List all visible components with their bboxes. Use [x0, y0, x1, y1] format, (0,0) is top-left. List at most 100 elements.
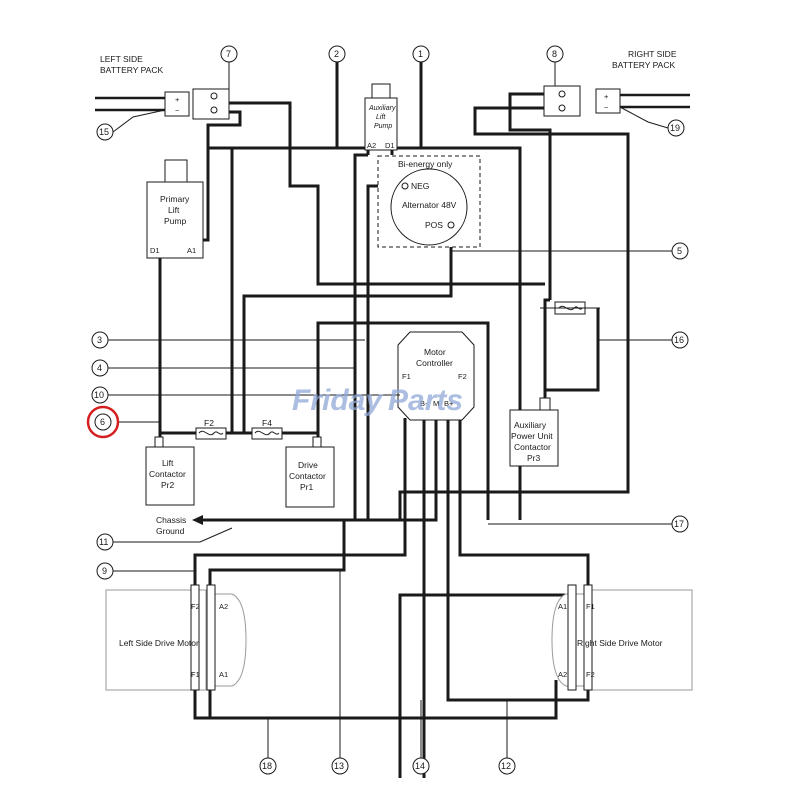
callout-6: 6	[86, 405, 120, 439]
svg-text:F2: F2	[586, 670, 595, 679]
drive-contactor-pr1: Drive Contactor Pr1	[285, 436, 335, 508]
callout-17: 17	[671, 515, 689, 533]
callout-1: 1	[412, 45, 430, 63]
svg-text:D1: D1	[385, 141, 395, 150]
svg-text:F1: F1	[586, 602, 595, 611]
svg-text:Ground: Ground	[156, 526, 185, 536]
callout-10: 10	[91, 386, 109, 404]
chassis-ground: Chassis Ground	[156, 515, 203, 536]
callout-2: 2	[328, 45, 346, 63]
svg-text:F1: F1	[402, 372, 411, 381]
svg-text:−: −	[604, 103, 609, 112]
svg-text:9: 9	[102, 566, 107, 576]
fuse-f4: F4	[251, 418, 283, 440]
svg-text:Lift: Lift	[376, 114, 386, 121]
callout-12: 12	[498, 757, 516, 775]
callout-8: 8	[546, 45, 564, 63]
inline-fuse-pr3	[540, 301, 600, 315]
callout-15: 15	[96, 123, 114, 141]
callout-leaders	[108, 62, 672, 758]
svg-text:Lift: Lift	[168, 205, 180, 215]
svg-text:B+: B+	[444, 399, 454, 408]
left-battery-cables	[95, 96, 165, 112]
svg-text:13: 13	[334, 761, 344, 771]
svg-text:15: 15	[99, 127, 109, 137]
svg-text:A1: A1	[558, 602, 567, 611]
left-battery-label-1: LEFT SIDE	[100, 54, 143, 64]
svg-text:12: 12	[501, 761, 511, 771]
right-battery-connector: + −	[543, 85, 621, 117]
right-battery-cables	[620, 93, 690, 109]
svg-text:Auxiliary: Auxiliary	[514, 420, 547, 430]
callout-16: 16	[671, 331, 689, 349]
svg-text:3: 3	[97, 335, 102, 345]
svg-text:NEG: NEG	[411, 181, 429, 191]
callout-18: 18	[259, 757, 277, 775]
svg-text:Left Side Drive Motor: Left Side Drive Motor	[119, 638, 199, 648]
svg-text:1: 1	[418, 49, 423, 59]
svg-text:M: M	[433, 399, 439, 408]
svg-text:F1: F1	[191, 670, 200, 679]
svg-text:D1: D1	[150, 246, 160, 255]
auxiliary-power-unit-contactor-pr3: Auxiliary Power Unit Contactor Pr3	[509, 397, 559, 467]
svg-text:Contactor: Contactor	[514, 442, 551, 452]
svg-text:18: 18	[262, 761, 272, 771]
svg-text:Pr3: Pr3	[527, 453, 541, 463]
auxiliary-lift-pump: Auxiliary Lift Pump A2 D1	[364, 83, 398, 151]
svg-text:Controller: Controller	[416, 358, 453, 368]
svg-text:B-: B-	[420, 399, 428, 408]
svg-text:F2: F2	[204, 418, 214, 428]
svg-text:7: 7	[226, 49, 231, 59]
svg-text:Bi-energy only: Bi-energy only	[398, 159, 453, 169]
callout-19: 19	[667, 119, 685, 137]
svg-text:Contactor: Contactor	[149, 469, 186, 479]
svg-text:Pump: Pump	[164, 216, 186, 226]
svg-text:POS: POS	[425, 220, 443, 230]
svg-text:A2: A2	[219, 602, 228, 611]
svg-text:Pump: Pump	[374, 123, 392, 130]
svg-text:19: 19	[670, 123, 680, 133]
svg-text:Chassis: Chassis	[156, 515, 186, 525]
lift-contactor-pr2: Lift Contactor Pr2	[145, 436, 195, 506]
svg-text:Right Side Drive Motor: Right Side Drive Motor	[577, 638, 663, 648]
callout-5: 5	[671, 242, 689, 260]
svg-text:+: +	[604, 92, 609, 101]
svg-text:10: 10	[94, 390, 104, 400]
callout-14: 14	[412, 757, 430, 775]
svg-text:Alternator 48V: Alternator 48V	[402, 200, 457, 210]
left-battery-label-2: BATTERY PACK	[100, 65, 163, 75]
callout-7: 7	[220, 45, 238, 63]
svg-text:Auxiliary: Auxiliary	[368, 105, 396, 112]
svg-text:Primary: Primary	[160, 194, 190, 204]
left-battery-connector: + −	[164, 88, 230, 120]
callout-9: 9	[96, 562, 114, 580]
callout-11: 11	[96, 533, 114, 551]
fuse-f2: F2	[195, 418, 227, 440]
svg-text:Pr2: Pr2	[161, 480, 175, 490]
svg-text:A2: A2	[558, 670, 567, 679]
svg-text:Contactor: Contactor	[289, 471, 326, 481]
left-side-drive-motor: Left Side Drive Motor F2 F1 A2 A1	[105, 584, 247, 691]
svg-text:2: 2	[334, 49, 339, 59]
svg-text:16: 16	[674, 335, 684, 345]
svg-text:−: −	[175, 106, 180, 115]
alternator-48v: Bi-energy only NEG Alternator 48V POS	[377, 155, 481, 248]
svg-text:17: 17	[674, 519, 684, 529]
svg-text:Lift: Lift	[162, 458, 174, 468]
svg-text:F2: F2	[458, 372, 467, 381]
svg-text:+: +	[175, 95, 180, 104]
svg-text:5: 5	[677, 246, 682, 256]
svg-text:Drive: Drive	[298, 460, 318, 470]
callout-13: 13	[331, 757, 349, 775]
svg-text:A1: A1	[219, 670, 228, 679]
right-battery-label-2: BATTERY PACK	[612, 60, 675, 70]
svg-text:8: 8	[552, 49, 557, 59]
svg-text:14: 14	[415, 761, 425, 771]
right-battery-label-1: RIGHT SIDE	[628, 49, 677, 59]
svg-text:A2: A2	[367, 141, 376, 150]
svg-text:Motor: Motor	[424, 347, 446, 357]
svg-text:Pr1: Pr1	[300, 482, 314, 492]
svg-text:4: 4	[97, 363, 102, 373]
